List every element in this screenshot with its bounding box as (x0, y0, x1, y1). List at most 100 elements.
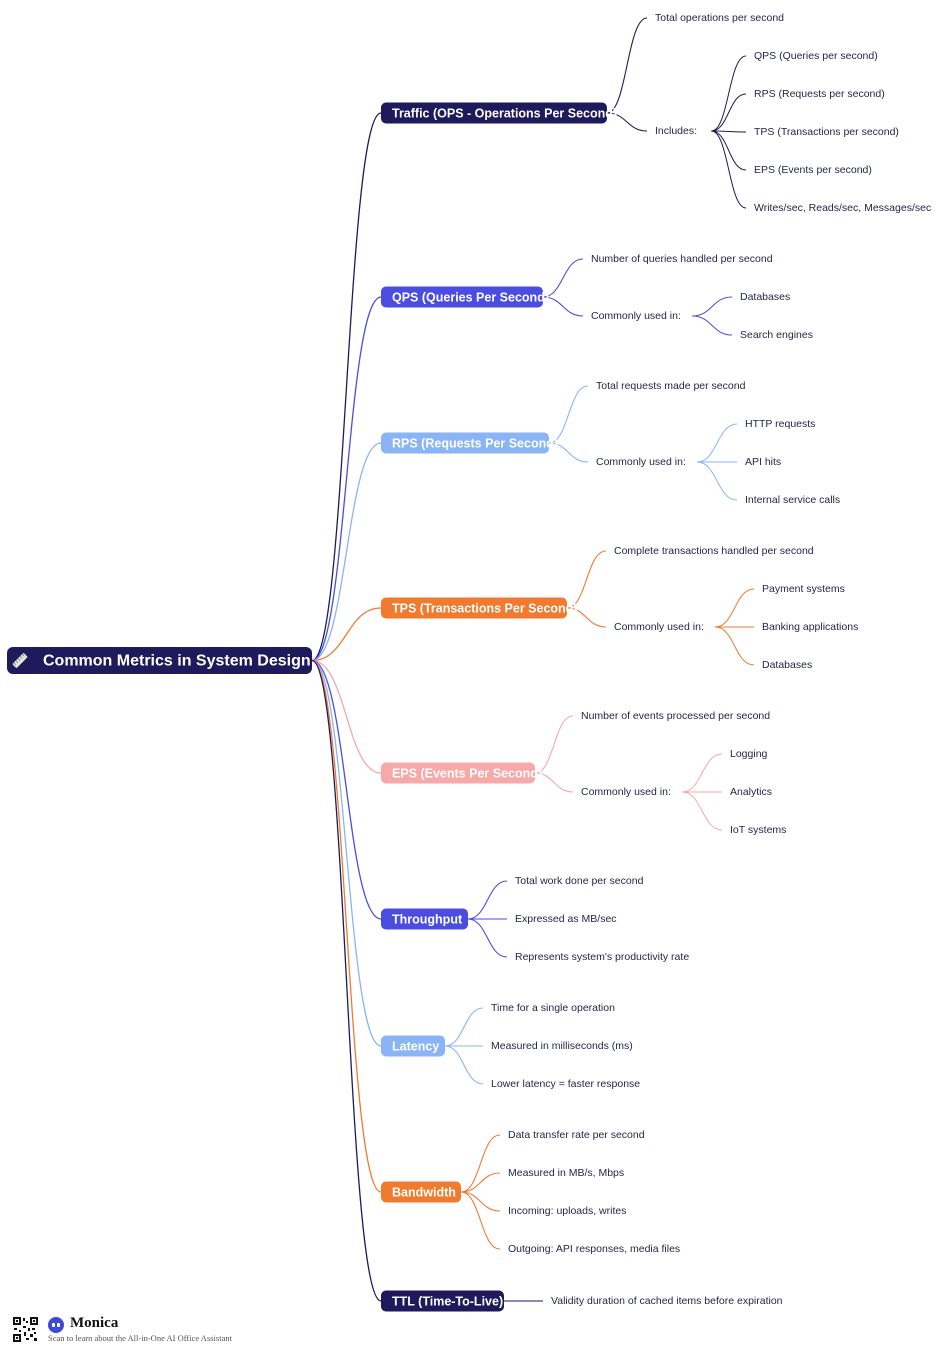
connector-line (311, 442, 382, 662)
brand-name: Monica (70, 1315, 119, 1331)
branch-label: TPS (Transactions Per Second) (392, 601, 577, 615)
leaf-label: IoT systems (730, 824, 786, 836)
branch-node[interactable]: Latency (381, 1035, 445, 1057)
branch-box (381, 286, 543, 308)
branch-label: TTL (Time-To-Live) (392, 1294, 503, 1308)
group-label: Commonly used in: (614, 621, 704, 633)
connector-line (460, 1191, 501, 1212)
connector-line (715, 588, 755, 628)
leaf-label: Search engines (740, 329, 813, 341)
connector-line (542, 296, 584, 317)
root-box (7, 647, 312, 674)
connector-line (311, 659, 382, 920)
connector-line (460, 1134, 501, 1193)
leaf-label: API hits (745, 456, 781, 468)
branch-label: Bandwidth (392, 1185, 456, 1199)
group-label: Commonly used in: (596, 456, 686, 468)
leaf-label: Databases (740, 291, 790, 303)
connector-line (682, 791, 723, 831)
nodes: Traffic (OPS - Operations Per Second) Tot… (7, 12, 931, 1312)
connector-line (606, 17, 648, 114)
leaf-label: QPS (Queries per second) (754, 50, 878, 62)
branch-label: QPS (Queries Per Second) (392, 290, 549, 304)
branch-label: RPS (Requests Per Second) (392, 436, 558, 450)
connector-line (697, 461, 738, 501)
connector-line (692, 296, 733, 317)
leaf-label: Analytics (730, 786, 772, 798)
branch-box (381, 432, 549, 454)
leaf-label: Outgoing: API responses, media files (508, 1243, 680, 1255)
leaf-label: Logging (730, 748, 768, 760)
branch-box (381, 1290, 504, 1312)
branch-label: Traffic (OPS - Operations Per Second) (392, 106, 617, 120)
leaf-label: Internal service calls (745, 494, 840, 506)
branch-node[interactable]: Traffic (OPS - Operations Per Second) (381, 102, 617, 124)
connector-line (711, 93, 747, 132)
branch-box (381, 762, 535, 784)
connector-line (711, 130, 747, 209)
leaf-label: Total operations per second (655, 12, 784, 24)
leaf-label: Number of events processed per second (581, 710, 770, 722)
branch-node[interactable]: EPS (Events Per Second) (381, 762, 542, 784)
leaf-label: Data transfer rate per second (508, 1129, 645, 1141)
branch-box (381, 908, 468, 930)
branch-box (381, 597, 567, 619)
branch-node[interactable]: QPS (Queries Per Second) (381, 286, 549, 308)
group-label: Includes: (655, 125, 697, 137)
group-label: Commonly used in: (591, 310, 681, 322)
connector-line (566, 607, 607, 628)
connector-line (566, 550, 607, 609)
connector-line (711, 130, 747, 133)
connector-line (444, 1007, 484, 1047)
leaf-label: Total work done per second (515, 875, 644, 887)
monica-logo-icon (48, 1317, 64, 1333)
connector-line (692, 315, 733, 336)
connector-line (548, 385, 589, 444)
connector-line (542, 258, 584, 298)
connector-line (534, 715, 574, 774)
branch-node[interactable]: RPS (Requests Per Second) (381, 432, 558, 454)
connector-line (311, 296, 382, 662)
connector-line (711, 55, 747, 132)
leaf-label: TPS (Transactions per second) (754, 126, 899, 138)
leaf-label: Incoming: uploads, writes (508, 1205, 626, 1217)
leaf-label: Banking applications (762, 621, 858, 633)
connector-line (467, 880, 508, 920)
connector-line (311, 659, 382, 1302)
connector-line (467, 918, 508, 958)
branch-label: EPS (Events Per Second) (392, 766, 542, 780)
qr-code-icon[interactable] (12, 1316, 39, 1343)
leaf-label: Lower latency = faster response (491, 1078, 640, 1090)
leaf-label: Represents system's productivity rate (515, 951, 689, 963)
connector-line (606, 112, 648, 132)
root-node[interactable]: Common Metrics in System Design (7, 647, 312, 674)
ruler-icon (12, 653, 28, 668)
connector-lines (311, 17, 755, 1302)
connector-line (311, 112, 382, 662)
leaf-label: Validity duration of cached items before… (551, 1295, 783, 1307)
branch-node[interactable]: Bandwidth (381, 1181, 461, 1203)
connector-line (711, 130, 747, 171)
leaf-label: Measured in MB/s, Mbps (508, 1167, 624, 1179)
leaf-label: Number of queries handled per second (591, 253, 773, 265)
branch-node[interactable]: TTL (Time-To-Live) (381, 1290, 504, 1312)
connector-line (311, 607, 382, 662)
leaf-label: EPS (Events per second) (754, 164, 872, 176)
branch-box (381, 1181, 461, 1203)
leaf-label: RPS (Requests per second) (754, 88, 885, 100)
leaf-label: Total requests made per second (596, 380, 746, 392)
connector-line (697, 423, 738, 463)
leaf-label: HTTP requests (745, 418, 815, 430)
branch-node[interactable]: Throughput (381, 908, 468, 930)
branch-node[interactable]: TPS (Transactions Per Second) (381, 597, 577, 619)
connector-line (548, 442, 589, 463)
branch-box (381, 1035, 445, 1057)
leaf-label: Measured in milliseconds (ms) (491, 1040, 633, 1052)
connector-line (460, 1172, 501, 1193)
leaf-label: Time for a single operation (491, 1002, 615, 1014)
connector-line (444, 1045, 484, 1085)
connector-line (460, 1191, 501, 1250)
connector-line (311, 659, 382, 1193)
leaf-label: Databases (762, 659, 812, 671)
